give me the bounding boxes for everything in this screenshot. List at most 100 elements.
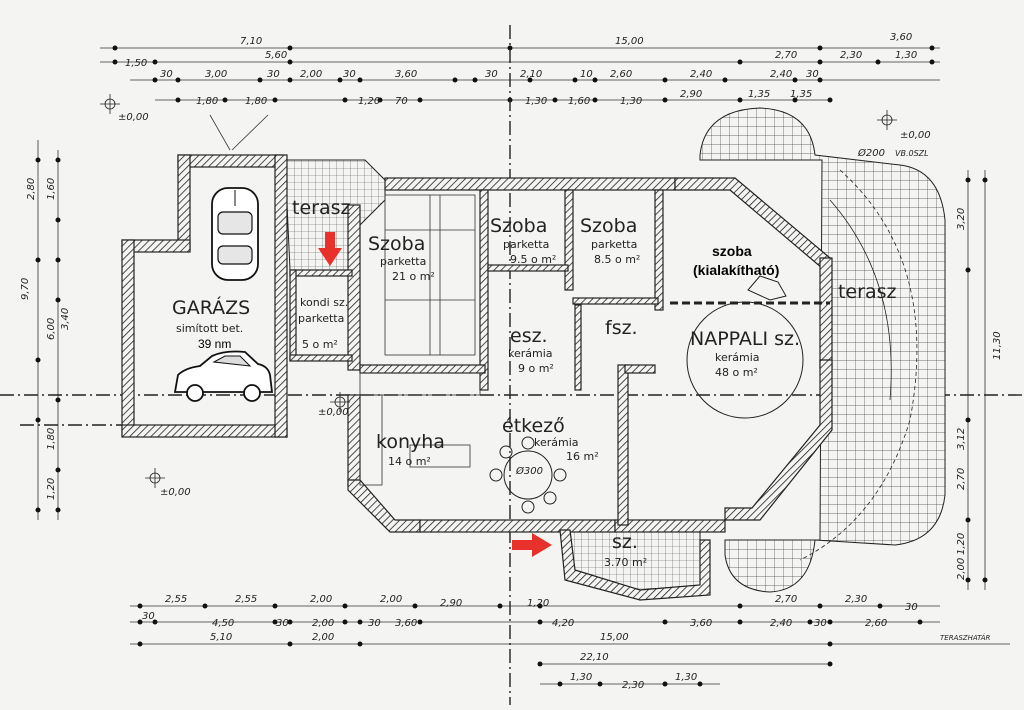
hall-area: 9 o m²: [518, 362, 554, 375]
dim-top-4c: 1,20: [358, 96, 380, 107]
dim-bot-5a: 1,30: [570, 672, 592, 683]
kitchen-area: 14 o m²: [388, 455, 431, 468]
living-floor: kerámia: [715, 351, 760, 364]
car-side-icon: [173, 350, 274, 402]
note-right: VB.0SZL: [895, 149, 929, 158]
car-top-icon: [211, 187, 259, 281]
living-area: 48 o m²: [715, 366, 758, 379]
dim-top-2a: 1,50: [125, 58, 147, 69]
dim-bot-2i: 2,40: [770, 618, 792, 629]
dim-bot-2b: 4,50: [212, 618, 234, 629]
room1-floor: parketta: [380, 255, 426, 268]
dim-bot-1f: 1,20: [527, 598, 549, 609]
dim-bot-2a: 30: [142, 611, 155, 622]
garden-curves: Ø200 VB.0SZL: [799, 147, 929, 561]
terrace-border-label: TERASZHATÁR: [940, 633, 991, 642]
terrace-right-name: terasz: [838, 281, 896, 303]
dim-left-g: 1,20: [46, 478, 57, 500]
dim-top-2b: 5,60: [265, 50, 287, 61]
room2-floor: parketta: [503, 238, 549, 251]
dim-top-4b: 1,80: [245, 96, 267, 107]
level-3: ±0,00: [900, 130, 931, 141]
room4-note: (kialakítható): [693, 262, 779, 278]
room1-name: Szoba: [368, 233, 425, 255]
dim-top-3h: 2,10: [520, 69, 542, 80]
dim-bot-3b: 2,00: [312, 632, 334, 643]
dim-bot-2f: 3,60: [395, 618, 417, 629]
room4-name: szoba: [712, 243, 752, 259]
dim-bot-1d: 2,00: [380, 594, 402, 605]
dim-top-1a: 7,10: [240, 36, 262, 47]
garage-area-label: 39 nm: [198, 337, 231, 351]
hall-floor: kerámia: [508, 347, 553, 360]
dim-top-3b: 3,00: [205, 69, 227, 80]
dim-bot-5b: 2,30: [622, 680, 644, 691]
entry-area: 3.70 m²: [604, 556, 647, 569]
dim-bot-5c: 1,30: [675, 672, 697, 683]
dim-bot-3a: 5,10: [210, 632, 232, 643]
dim-top-3e: 30: [343, 69, 356, 80]
dim-bot-2k: 2,60: [865, 618, 887, 629]
dim-top-4f: 1,60: [568, 96, 590, 107]
dim-bot-2c: 30: [276, 618, 289, 629]
dim-bot-1c: 2,00: [310, 594, 332, 605]
dim-top-4a: 1,80: [196, 96, 218, 107]
kondi-name: kondi sz.: [300, 296, 348, 309]
dining-table-icon: Ø300: [489, 436, 567, 514]
dim-bot-2e: 30: [368, 618, 381, 629]
dim-top-4j: 1,35: [790, 89, 812, 100]
level-1: ±0,00: [318, 407, 349, 418]
dim-top-3i: 10: [580, 69, 593, 80]
red-arrow-right-icon: [512, 533, 552, 557]
dim-bot-2g: 4,20: [552, 618, 574, 629]
dim-left-d: 6,00: [46, 318, 57, 340]
dim-top-3f: 3,60: [395, 69, 417, 80]
dim-right-c: 3,12: [956, 428, 967, 450]
dim-top-2d: 2,30: [840, 50, 862, 61]
room3-floor: parketta: [591, 238, 637, 251]
dim-bot-4a: 22,10: [580, 652, 609, 663]
garage-area: GARÁZS simított bet. 39 nm: [121, 114, 288, 438]
terrace-left-name: terasz: [292, 197, 350, 219]
dining-area: 16 m²: [566, 450, 599, 463]
dim-left-c: 9,70: [20, 278, 31, 300]
dim-bot-1b: 2,55: [235, 594, 257, 605]
dim-left-e: 3,40: [60, 308, 71, 330]
room3-area: 8.5 o m²: [594, 253, 640, 266]
side-dimension-lines: 2,80 1,60 9,70 6,00 3,40 1,80 1,20 3,20 …: [20, 140, 1003, 590]
dim-top-2c: 2,70: [775, 50, 797, 61]
dim-top-3g: 30: [485, 69, 498, 80]
level-markers: ±0,00 ±0,00 ±0,00 ±0,00: [100, 94, 931, 498]
rock-marker: [747, 275, 787, 301]
dim-top-4d: 70: [395, 96, 408, 107]
dim-top-4e: 1,30: [525, 96, 547, 107]
kitchen-name: konyha: [376, 431, 445, 453]
dim-top-3a: 30: [160, 69, 173, 80]
room1-area: 21 o m²: [392, 270, 435, 283]
dim-top-1b: 15,00: [615, 36, 644, 47]
dining-floor: kerámia: [534, 436, 579, 449]
dim-right-e: 1,20: [956, 533, 967, 555]
level-4: ±0,00: [118, 112, 149, 123]
dim-bot-2d: 2,00: [312, 618, 334, 629]
dim-right-d: 2,70: [956, 468, 967, 490]
dim-left-b: 1,60: [46, 178, 57, 200]
dim-top-3k: 2,40: [690, 69, 712, 80]
table-diameter: Ø300: [515, 465, 543, 477]
room-labels: terasz Szoba parketta 21 o m² kondi sz. …: [292, 197, 896, 569]
hall-name: esz.: [510, 325, 548, 347]
dim-bot-1h: 2,30: [845, 594, 867, 605]
dining-name: étkező: [502, 415, 565, 437]
dim-top-3j: 2,60: [610, 69, 632, 80]
dim-bot-1g: 2,70: [775, 594, 797, 605]
dim-left-a: 2,80: [26, 178, 37, 200]
level-2: ±0,00: [160, 487, 191, 498]
dim-top-4i: 1,35: [748, 89, 770, 100]
dim-top-4h: 2,90: [680, 89, 702, 100]
kondi-area: 5 o m²: [302, 338, 338, 351]
dim-top-3l: 2,40: [770, 69, 792, 80]
dim-top-3m: 30: [806, 69, 819, 80]
garage-name: GARÁZS: [172, 296, 250, 319]
dim-top-3c: 30: [267, 69, 280, 80]
